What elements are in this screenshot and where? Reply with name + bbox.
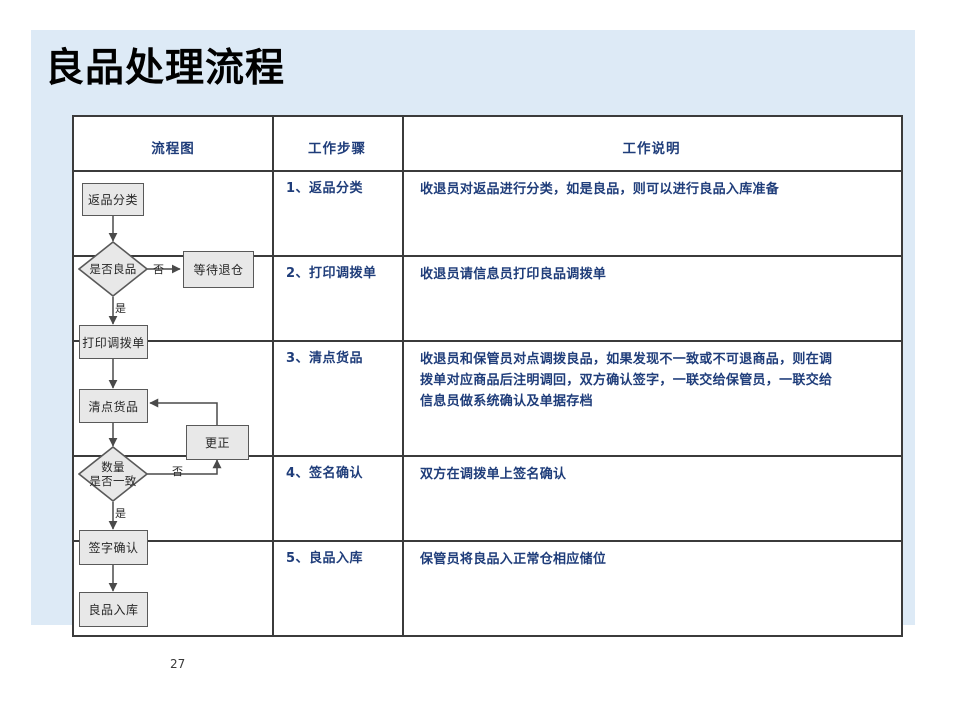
table-column-divider	[402, 117, 404, 635]
table-cell-description: 收退员和保管员对点调拨良品，如果发现不一致或不可退商品，则在调 拨单对应商品后注…	[420, 349, 900, 412]
table-row-divider	[74, 340, 901, 342]
table-row-divider	[74, 170, 901, 172]
process-table: 流程图 工作步骤 工作说明 1、返品分类 收退员对返品进行分类，如是良品，则可以…	[72, 115, 903, 637]
table-cell-step: 1、返品分类	[286, 181, 364, 196]
table-cell-step: 3、清点货品	[286, 351, 364, 366]
table-header-flowchart: 流程图	[151, 141, 195, 157]
table-header-description: 工作说明	[622, 141, 681, 157]
description-line: 收退员和保管员对点调拨良品，如果发现不一致或不可退商品，则在调	[420, 352, 833, 367]
table-cell-description: 收退员对返品进行分类，如是良品，则可以进行良品入库准备	[420, 182, 780, 197]
page-number: 27	[170, 657, 186, 671]
table-row-divider	[74, 255, 901, 257]
table-cell-step: 5、良品入库	[286, 551, 364, 566]
table-row-divider	[74, 540, 901, 542]
description-line: 拨单对应商品后注明调回，双方确认签字，一联交给保管员，一联交给	[420, 373, 833, 389]
table-row-divider	[74, 455, 901, 457]
table-cell-description: 保管员将良品入正常仓相应储位	[420, 552, 607, 567]
table-cell-description: 收退员请信息员打印良品调拨单	[420, 267, 607, 282]
page-title: 良品处理流程	[45, 45, 286, 91]
table-cell-step: 4、签名确认	[286, 466, 364, 481]
table-cell-description: 双方在调拨单上签名确认	[420, 467, 567, 482]
description-line: 信息员做系统确认及单据存档	[420, 394, 593, 410]
table-header-steps: 工作步骤	[308, 141, 366, 157]
table-column-divider	[272, 117, 274, 635]
table-cell-step: 2、打印调拨单	[286, 266, 377, 281]
